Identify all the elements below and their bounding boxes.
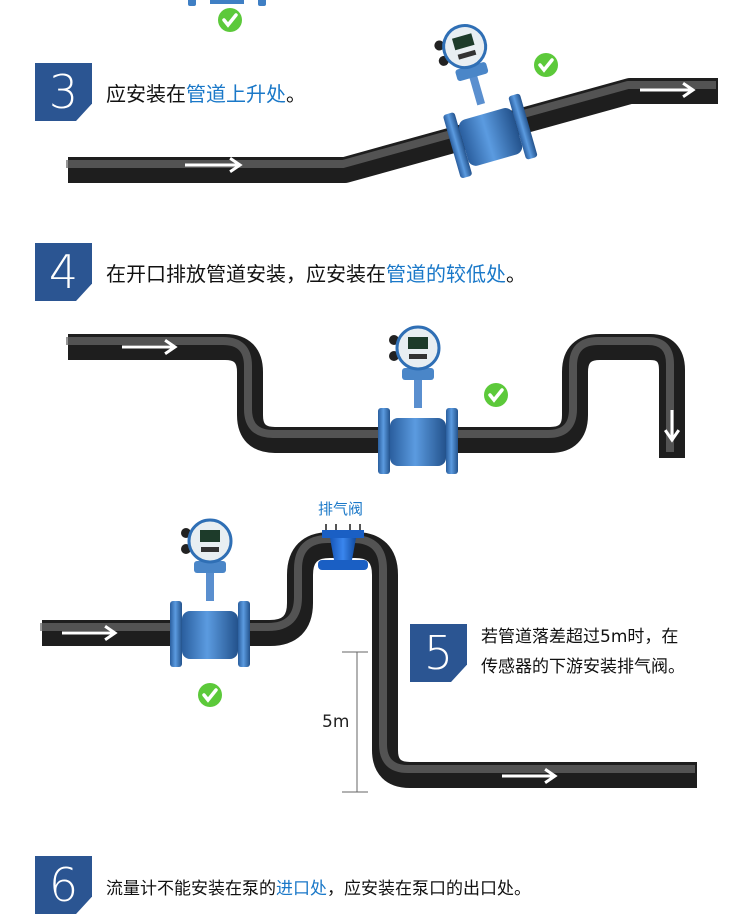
check-icon xyxy=(218,8,242,32)
flowmeter-partial xyxy=(188,0,266,6)
pipe-step-4 xyxy=(66,334,685,458)
step-5-badge: 5 xyxy=(410,624,467,682)
caption-text: 流量计不能安装在泵的 xyxy=(106,879,276,899)
height-dimension-line xyxy=(318,651,368,793)
arrow-icon xyxy=(640,81,696,99)
step-6-badge: 6 xyxy=(35,856,92,914)
caption-highlight: 管道的较低处 xyxy=(386,262,506,286)
flowmeter xyxy=(434,24,538,178)
caption-end: ，应安装在泵口的出口处。 xyxy=(327,879,531,899)
arrow-icon xyxy=(663,410,681,443)
step-3-caption: 应安装在管道上升处。 xyxy=(106,78,306,107)
flowmeter xyxy=(170,518,250,667)
caption-highlight: 进口处 xyxy=(276,879,327,899)
arrow-icon xyxy=(62,624,118,642)
air-valve-label: 排气阀 xyxy=(318,500,364,518)
arrow-icon xyxy=(122,338,178,356)
air-valve xyxy=(318,524,368,570)
step-5-caption: 若管道落差超过5m时，在 传感器的下游安装排气阀。 xyxy=(481,622,685,682)
caption-text: 应安装在 xyxy=(106,82,186,106)
caption-end: 。 xyxy=(506,262,526,286)
caption-line-1: 若管道落差超过5m时，在 xyxy=(481,627,679,647)
caption-end: 。 xyxy=(286,82,306,106)
arrow-icon xyxy=(185,156,243,174)
step-4-caption: 在开口排放管道安装，应安装在管道的较低处。 xyxy=(106,258,526,287)
step-6-caption: 流量计不能安装在泵的进口处，应安装在泵口的出口处。 xyxy=(106,874,531,899)
caption-text: 在开口排放管道安装，应安装在 xyxy=(106,262,386,286)
check-icon xyxy=(484,383,508,407)
check-icon xyxy=(534,53,558,77)
height-label: 5m xyxy=(322,712,350,732)
step-3-badge: 3 xyxy=(35,63,92,121)
caption-highlight: 管道上升处 xyxy=(186,82,286,106)
caption-line-2: 传感器的下游安装排气阀。 xyxy=(481,657,685,677)
flowmeter xyxy=(378,325,458,474)
check-icon xyxy=(198,683,222,707)
arrow-icon xyxy=(502,767,558,785)
step-4-badge: 4 xyxy=(35,243,92,301)
